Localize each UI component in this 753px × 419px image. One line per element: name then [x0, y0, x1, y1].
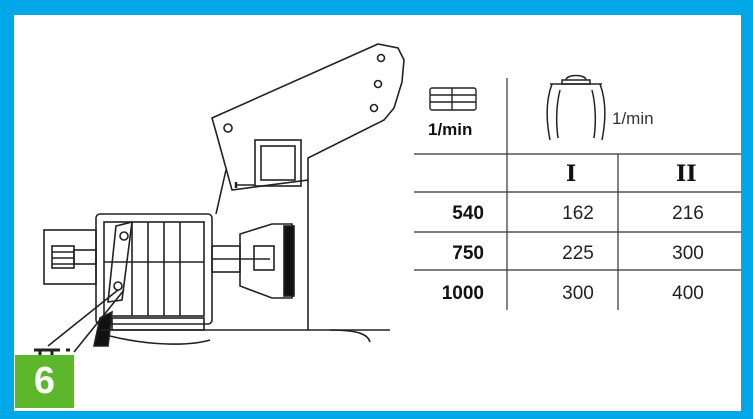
- frame-bottom: [0, 411, 753, 419]
- frame-right: [741, 0, 753, 419]
- row-1000-i: 300: [562, 283, 594, 304]
- row-pto-540: 540: [452, 203, 484, 224]
- rotor-unit-label: 1/min: [612, 109, 654, 128]
- pto-shaft-icon: [429, 87, 477, 111]
- row-750-i: 225: [562, 243, 594, 264]
- row-540-i: 162: [562, 203, 594, 224]
- row-pto-750: 750: [452, 243, 484, 264]
- page: 6 1/min 1/min I II 540 162 216 750 225 3…: [14, 15, 741, 411]
- column-header-i: I: [566, 161, 577, 187]
- row-540-ii: 216: [672, 203, 704, 224]
- pto-unit-label: 1/min: [428, 120, 473, 139]
- section-number-badge: 6: [15, 355, 74, 408]
- frame-left: [0, 0, 14, 419]
- row-1000-ii: 400: [672, 283, 704, 304]
- column-header-ii: II: [676, 161, 697, 187]
- row-750-ii: 300: [672, 243, 704, 264]
- frame-top: [0, 0, 753, 15]
- row-pto-1000: 1000: [441, 283, 484, 304]
- gearbox-drawing-icon: [34, 43, 741, 358]
- rotor-tines-icon: [546, 74, 606, 141]
